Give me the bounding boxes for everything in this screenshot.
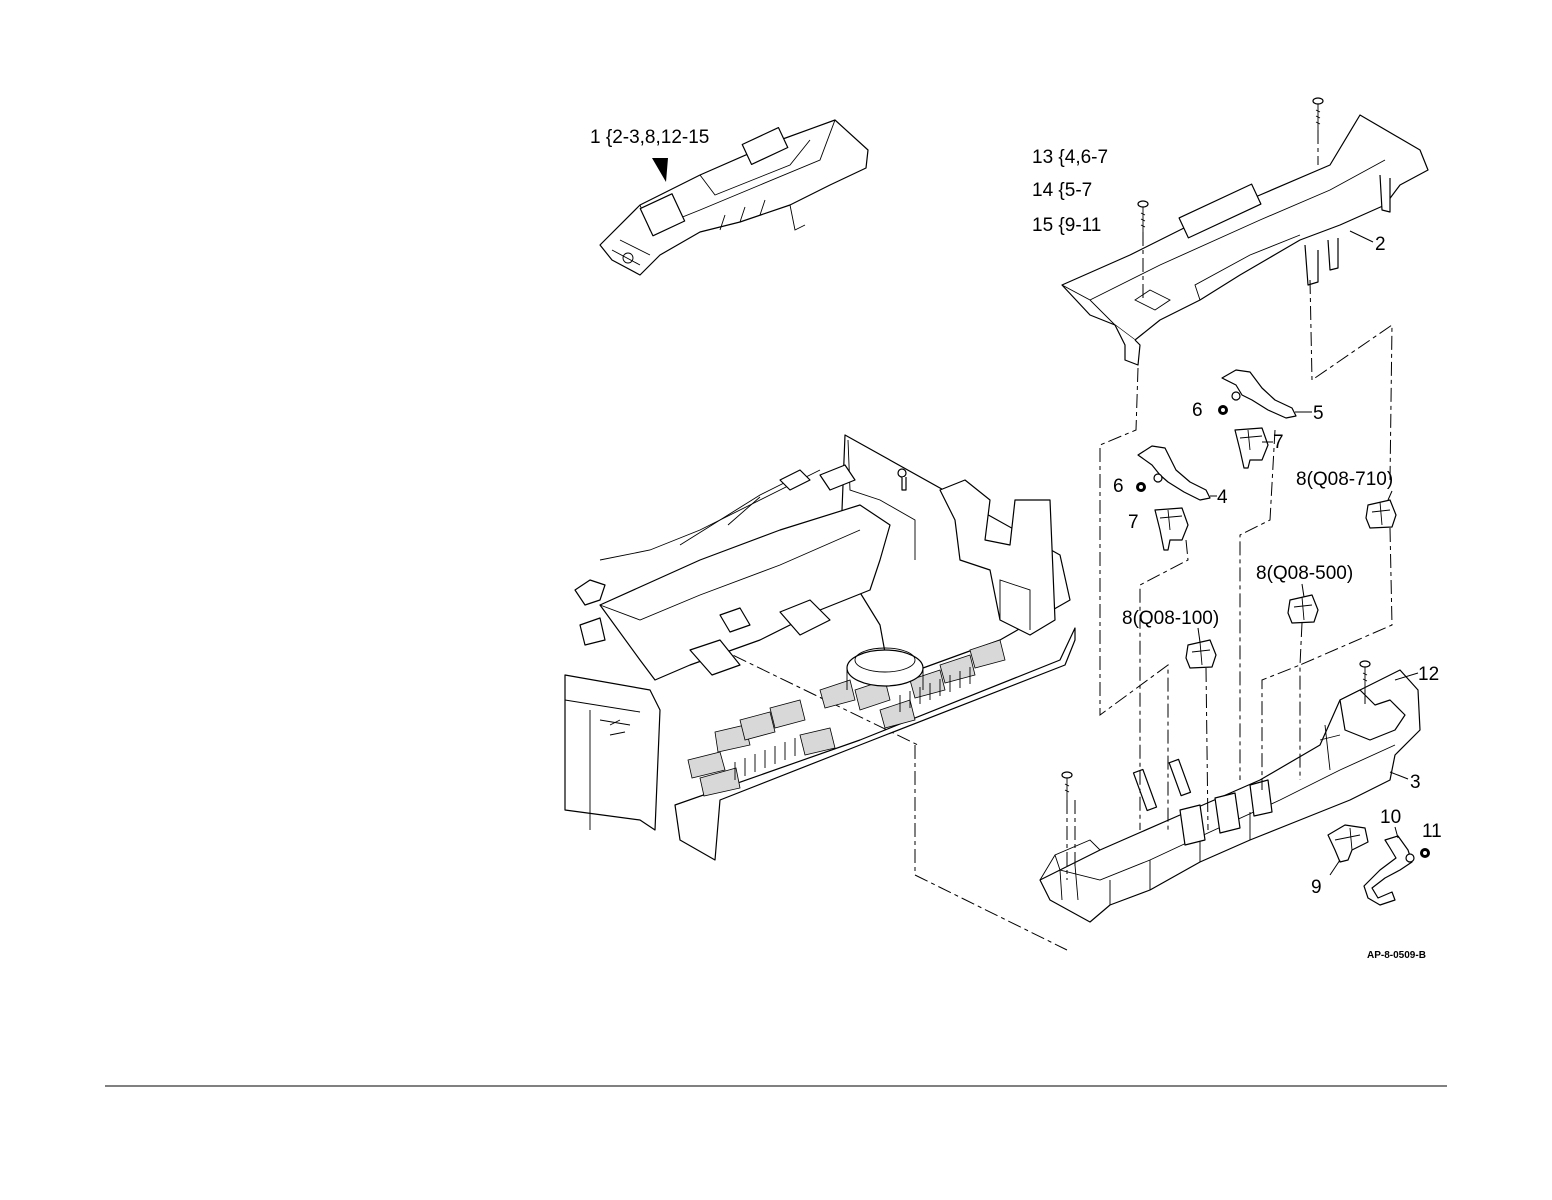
screw-icon	[1313, 98, 1323, 130]
label-kit-14: 14 {5-7	[1032, 180, 1092, 201]
spring-part-11	[1420, 848, 1430, 858]
label-part-11: 11	[1422, 821, 1442, 842]
upper-cover-part-2	[1062, 115, 1428, 365]
spring-part-6	[1136, 482, 1146, 492]
label-part-6a: 6	[1192, 400, 1203, 421]
screw-icon	[1062, 772, 1072, 800]
lever-part-10	[1364, 836, 1414, 905]
actuator-part-4	[1138, 446, 1210, 500]
sensor-part-8-q08-500	[1288, 595, 1318, 623]
label-part-8-q08-100: 8(Q08-100)	[1122, 608, 1219, 629]
label-part-12: 12	[1418, 664, 1439, 685]
label-part-7b: 7	[1128, 512, 1139, 533]
sensor-part-8-q08-100	[1186, 640, 1216, 668]
label-part-6b: 6	[1113, 476, 1124, 497]
actuator-part-5	[1222, 370, 1296, 418]
label-part-10: 10	[1380, 807, 1401, 828]
label-part-8-q08-710: 8(Q08-710)	[1296, 469, 1393, 490]
screw-icon	[1138, 201, 1148, 232]
machine-base	[565, 435, 1075, 860]
lower-frame-part-3	[1040, 670, 1420, 922]
label-kit-13: 13 {4,6-7	[1032, 147, 1108, 168]
assembly-pointer-icon	[652, 158, 668, 182]
drawing-code: AP-8-0509-B	[1367, 950, 1426, 961]
label-assembly: 1 {2-3,8,12-15	[590, 127, 709, 148]
spring-part-6	[1218, 405, 1228, 415]
bracket-part-7	[1155, 508, 1188, 550]
label-part-3: 3	[1410, 772, 1421, 793]
sensor-part-8-q08-710	[1366, 500, 1396, 528]
label-part-4: 4	[1217, 487, 1228, 508]
label-part-8-q08-500: 8(Q08-500)	[1256, 563, 1353, 584]
label-kit-15: 15 {9-11	[1032, 215, 1101, 236]
bracket-part-9	[1328, 825, 1368, 862]
label-part-2: 2	[1375, 234, 1386, 255]
bracket-part-7	[1235, 428, 1268, 468]
label-part-5: 5	[1313, 403, 1324, 424]
label-part-9: 9	[1311, 877, 1322, 898]
